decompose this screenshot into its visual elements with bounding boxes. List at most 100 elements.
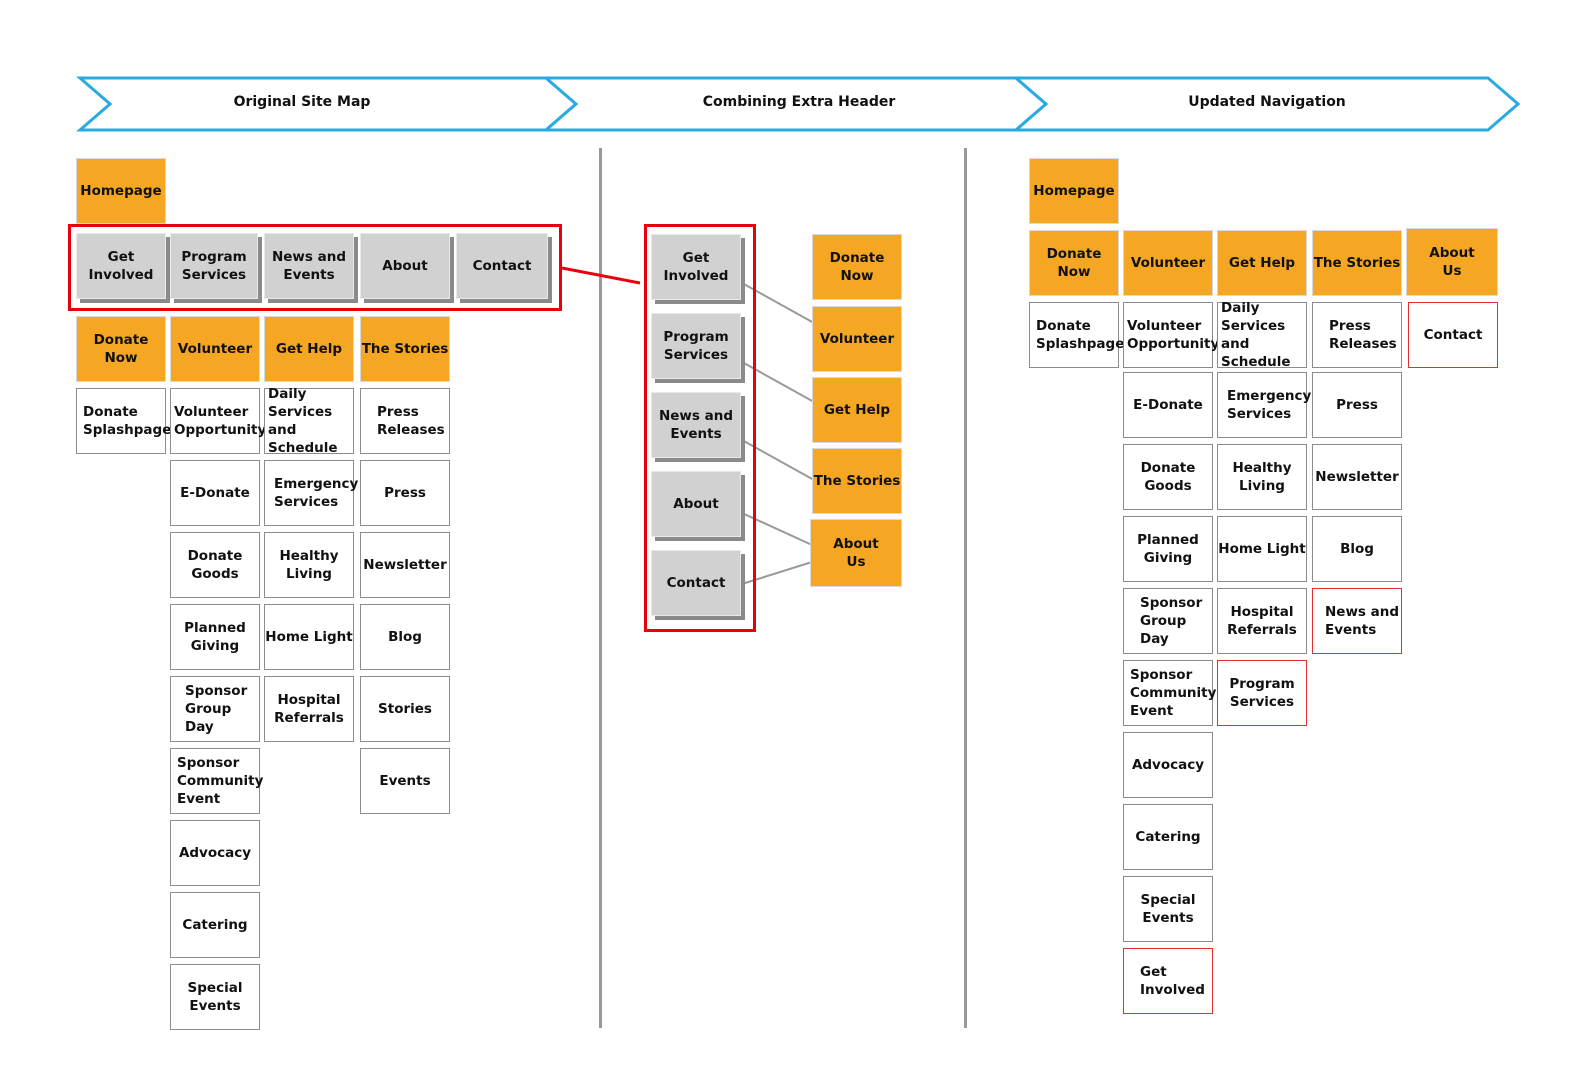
updated-page-box: Healthy Living [1217, 444, 1307, 510]
updated-moved-page-box: Contact [1408, 302, 1498, 368]
updated-page-box: Planned Giving [1123, 516, 1213, 582]
banner-label-updated: Updated Navigation [1188, 94, 1346, 110]
combined-left-contact: Contact [651, 550, 741, 616]
updated-page-label: Program Services [1229, 676, 1295, 710]
original-page-label: Press [384, 485, 426, 501]
banner-label-combining: Combining Extra Header [702, 94, 896, 110]
section-divider-2 [964, 148, 967, 1028]
original-page-box: Special Events [170, 964, 260, 1030]
updated-page-box: Daily Services and Schedule [1217, 300, 1307, 370]
original-page-box: Events [360, 748, 450, 814]
updated-page-box: Sponsor Community Event [1123, 660, 1217, 726]
original-page-box: Newsletter [360, 532, 450, 598]
updated-page-label: Sponsor Community Event [1130, 667, 1217, 719]
updated-page-label: Planned Giving [1137, 532, 1199, 566]
original-page-label: Donate Goods [187, 548, 243, 582]
updated-moved-page-box: News and Events [1312, 588, 1402, 654]
combined-left-about: About [651, 471, 741, 537]
updated-homepage: Homepage [1029, 158, 1119, 224]
original-page-label: Blog [388, 629, 422, 645]
original-page-box: Hospital Referrals [264, 676, 354, 742]
combined-right-volunteer: Volunteer [812, 306, 902, 372]
updated-page-box: Press [1312, 372, 1402, 438]
original-page-label: Emergency Services [274, 476, 359, 510]
original-page-label: Advocacy [178, 845, 252, 861]
original-category-label: Volunteer [177, 341, 253, 357]
updated-page-box: Press Releases [1312, 302, 1402, 368]
updated-page-label: Sponsor Group Day [1140, 595, 1203, 647]
updated-page-label: Emergency Services [1227, 388, 1312, 422]
combined-left-get-involved: Get Involved [651, 234, 741, 300]
updated-moved-page-box: Program Services [1217, 660, 1307, 726]
updated-page-box: Blog [1312, 516, 1402, 582]
original-page-box: Emergency Services [264, 460, 358, 526]
original-page-box: Planned Giving [170, 604, 260, 670]
updated-page-label: Blog [1340, 541, 1374, 557]
updated-page-box: E-Donate [1123, 372, 1213, 438]
original-header-highlight [68, 224, 562, 311]
original-page-label: E-Donate [180, 485, 250, 501]
process-banner [75, 76, 1521, 132]
combined-left-label: Contact [666, 575, 726, 591]
original-category-label: Get Help [275, 341, 343, 357]
updated-page-label: Contact [1423, 327, 1483, 343]
original-page-box: Healthy Living [264, 532, 354, 598]
original-page-box: E-Donate [170, 460, 260, 526]
updated-page-box: Catering [1123, 804, 1213, 870]
updated-category-label: Volunteer [1130, 255, 1206, 271]
updated-page-label: Press [1336, 397, 1378, 413]
original-page-box: Home Light [264, 604, 354, 670]
updated-category-get-help: Get Help [1217, 230, 1307, 296]
section-divider-1 [599, 148, 602, 1028]
original-page-label: Donate Splashpage [83, 404, 172, 438]
original-header-news-events: News and Events [264, 233, 354, 299]
original-header-label: News and Events [271, 249, 347, 283]
original-page-label: Catering [182, 917, 248, 933]
combined-left-news-events: News and Events [651, 392, 741, 458]
original-page-box: Press Releases [360, 388, 450, 454]
updated-page-box: Special Events [1123, 876, 1213, 942]
original-homepage: Homepage [76, 158, 166, 224]
updated-page-box: Volunteer Opportunity [1123, 302, 1219, 368]
combined-right-the-stories: The Stories [812, 448, 902, 514]
original-page-label: Sponsor Community Event [177, 755, 264, 807]
original-page-box: Advocacy [170, 820, 260, 886]
updated-category-the-stories: The Stories [1312, 230, 1402, 296]
original-page-label: Healthy Living [279, 548, 339, 582]
combined-left-label: Get Involved [663, 250, 729, 284]
combined-right-label: Volunteer [819, 331, 895, 347]
combined-right-donate-now: Donate Now [812, 234, 902, 300]
updated-moved-page-box: Get Involved [1123, 948, 1213, 1014]
original-page-box: Stories [360, 676, 450, 742]
original-header-contact: Contact [456, 233, 548, 299]
updated-page-label: Donate Splashpage [1036, 318, 1125, 352]
updated-page-label: Advocacy [1131, 757, 1205, 773]
updated-category-volunteer: Volunteer [1123, 230, 1213, 296]
updated-page-label: E-Donate [1133, 397, 1203, 413]
combined-right-label: The Stories [813, 473, 901, 489]
original-page-label: Stories [378, 701, 432, 717]
original-page-box: Donate Goods [170, 532, 260, 598]
original-header-about: About [360, 233, 450, 299]
original-page-box: Press [360, 460, 450, 526]
updated-page-box: Newsletter [1312, 444, 1402, 510]
original-header-program-services: Program Services [170, 233, 258, 299]
updated-page-label: Volunteer Opportunity [1127, 318, 1220, 352]
updated-page-box: Donate Splashpage [1029, 302, 1124, 368]
combined-right-label: Donate Now [829, 250, 885, 284]
original-page-box: Daily Services and Schedule [264, 386, 354, 456]
original-page-label: Daily Services and Schedule [268, 386, 338, 456]
combined-header-highlight [644, 224, 756, 632]
original-homepage-label: Homepage [80, 183, 162, 199]
combined-right-about-us: About Us [810, 519, 902, 587]
original-page-box: Donate Splashpage [76, 388, 171, 454]
updated-page-box: Hospital Referrals [1217, 588, 1307, 654]
original-page-label: Planned Giving [184, 620, 246, 654]
updated-homepage-label: Homepage [1033, 183, 1115, 199]
combined-right-label: Get Help [823, 402, 891, 418]
connector-header-to-combined [561, 266, 641, 285]
original-header-label: About [382, 258, 428, 274]
original-header-label: Contact [472, 258, 532, 274]
updated-page-label: Newsletter [1315, 469, 1399, 485]
updated-page-box: Emergency Services [1217, 372, 1311, 438]
